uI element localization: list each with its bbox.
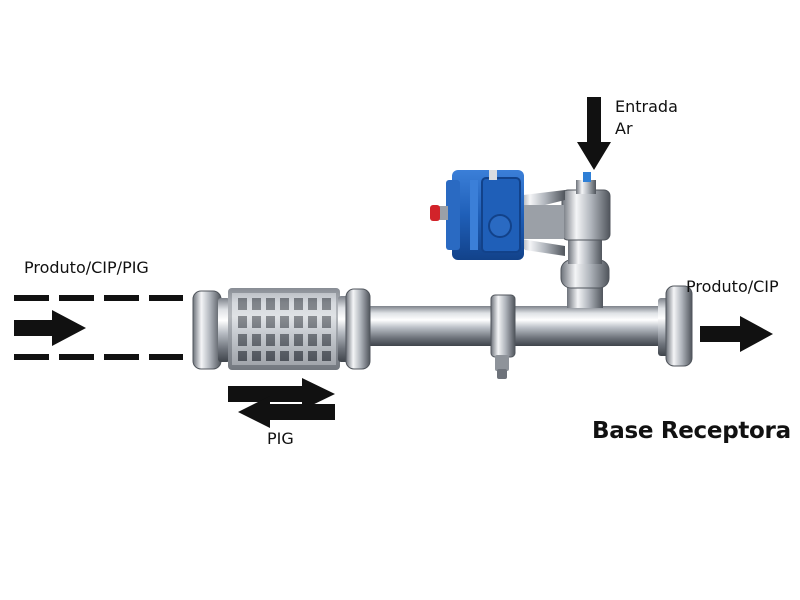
ball-valve <box>561 172 611 241</box>
red-vent-cap <box>430 205 448 221</box>
middle-flange <box>338 288 371 370</box>
actuator-bracket <box>515 190 565 256</box>
outlet-label: Produto/CIP <box>686 277 779 296</box>
air-inlet-label-line1: Entrada <box>615 97 678 116</box>
right-arrow-icon <box>14 310 86 346</box>
inlet-label: Produto/CIP/PIG <box>24 258 149 277</box>
riser-fitting <box>560 238 610 308</box>
diagram-title: Base Receptora <box>592 418 791 444</box>
inlet-dashed-pipe <box>14 295 183 360</box>
outlet-flange <box>658 285 693 367</box>
pig-label: PIG <box>267 429 294 448</box>
perforated-strainer <box>228 288 340 370</box>
support-clamp <box>490 294 516 379</box>
pneumatic-actuator <box>446 170 524 260</box>
bidirectional-arrow-icon <box>228 378 335 428</box>
air-inlet-label: Entrada Ar <box>615 96 678 140</box>
down-arrow-icon <box>577 97 611 170</box>
inlet-flange <box>192 290 230 370</box>
right-arrow-icon <box>700 316 773 352</box>
receiver-pipe <box>360 306 682 346</box>
air-inlet-label-line2: Ar <box>615 119 633 138</box>
